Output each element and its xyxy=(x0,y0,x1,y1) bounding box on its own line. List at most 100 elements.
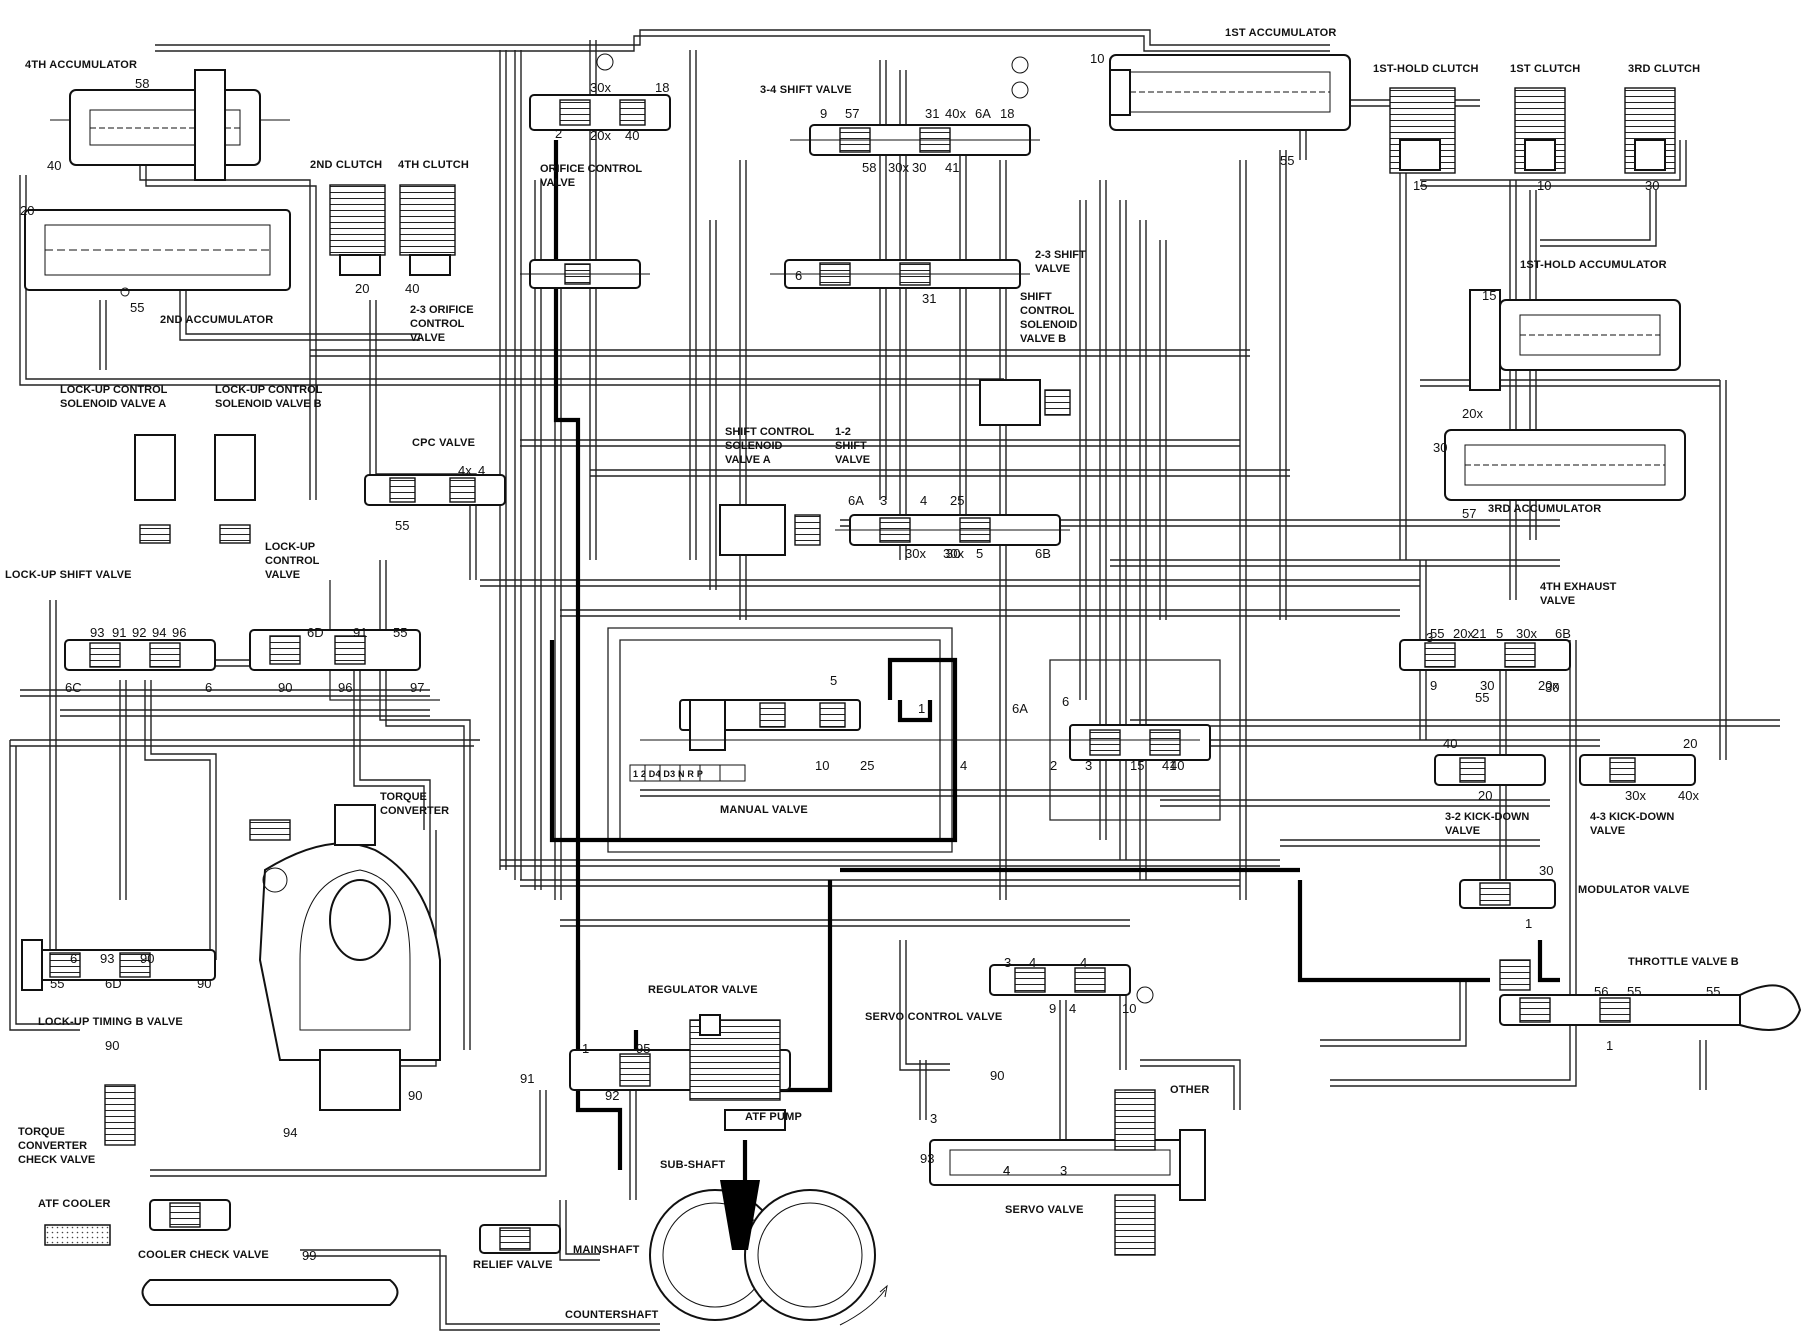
port-number: 6B xyxy=(1555,626,1571,641)
lockup-timing-b-body xyxy=(21,939,216,991)
port-number: 20x xyxy=(1453,626,1474,641)
label-lu-sol-a-wrap: LOCK-UP CONTROL SOLENOID VALVE A xyxy=(60,384,168,410)
port-number: 25 xyxy=(860,758,874,773)
port-number: 4 xyxy=(1080,955,1087,970)
label-modulator: MODULATOR VALVE xyxy=(1578,884,1690,896)
port-number: 5 xyxy=(1496,626,1503,641)
port-number: 1 xyxy=(582,1041,589,1056)
port-number: 55 xyxy=(1706,984,1720,999)
port-number: 4 xyxy=(960,758,967,773)
port-number: 40 xyxy=(1170,758,1184,773)
port-number: 1 xyxy=(918,701,925,716)
label-manual: MANUAL VALVE xyxy=(720,804,808,816)
port-number: 4 xyxy=(478,463,485,478)
port-number: 30x xyxy=(905,546,926,561)
port-number: 10 xyxy=(1122,1001,1136,1016)
port-number: 94 xyxy=(152,625,166,640)
port-number: 30 xyxy=(1645,178,1659,193)
clutch-2nd-4th xyxy=(329,184,456,276)
label-lu-sol-a: LOCK-UP CONTROL SOLENOID VALVE A xyxy=(60,384,168,410)
port-number: 30x xyxy=(943,546,964,561)
port-number: 10 xyxy=(1090,51,1104,66)
shift-23-valve-body xyxy=(770,259,1030,289)
port-number: 90 xyxy=(140,951,154,966)
port-number: 6D xyxy=(105,976,122,991)
orifice-control-valve-body xyxy=(529,53,671,131)
port-number: 5 xyxy=(830,673,837,688)
manual-valve-body xyxy=(629,699,1211,782)
port-number: 10 xyxy=(1537,178,1551,193)
components xyxy=(21,53,1802,1326)
accumulator-1st xyxy=(1109,54,1351,131)
port-number: 94 xyxy=(283,1125,297,1140)
port-number: 30 xyxy=(1539,863,1553,878)
label-cpc: CPC VALVE xyxy=(412,437,475,449)
port-number: 92 xyxy=(132,625,146,640)
label-sol-a-wrap: SHIFT CONTROL SOLENOID VALVE A xyxy=(725,426,814,466)
port-number: 97 xyxy=(410,680,424,695)
port-number: 30 xyxy=(1480,678,1494,693)
port-number: 40 xyxy=(405,281,419,296)
label-lu-timing-b: LOCK-UP TIMING B VALVE xyxy=(38,1016,183,1028)
solenoid-b-body xyxy=(979,379,1071,426)
port-number: 30 xyxy=(1433,440,1447,455)
port-number: 3 xyxy=(1060,1163,1067,1178)
port-number: 6 xyxy=(795,268,802,283)
port-number: 56 xyxy=(1594,984,1608,999)
port-number: 58 xyxy=(862,160,876,175)
label-clutch-2nd: 2ND CLUTCH xyxy=(310,159,382,171)
label-exhaust-4th-wrap: 4TH EXHAUST VALVE xyxy=(1540,581,1616,607)
label-servo: SERVO VALVE xyxy=(1005,1204,1084,1216)
shift-12-valve-body xyxy=(835,514,1070,546)
port-number: 18 xyxy=(655,80,669,95)
label-orifice-ctrl: ORIFICE CONTROL VALVE xyxy=(540,163,642,189)
accumulator-4th xyxy=(50,69,290,181)
port-number: 30x xyxy=(1516,626,1537,641)
accumulator-3rd xyxy=(1444,429,1686,501)
port-number: 15 xyxy=(1482,288,1496,303)
port-number: 6A xyxy=(1012,701,1028,716)
port-number: 90 xyxy=(197,976,211,991)
relief-valve-body xyxy=(479,1224,561,1254)
label-mainshaft: MAINSHAFT xyxy=(573,1244,640,1256)
label-shift-23: 2-3 SHIFT VALVE xyxy=(1035,249,1086,275)
kickdown-valves-body xyxy=(1434,754,1696,786)
port-number: 55 xyxy=(393,625,407,640)
port-number: 40 xyxy=(1443,736,1457,751)
port-number: 10 xyxy=(815,758,829,773)
label-throttle-b: THROTTLE VALVE B xyxy=(1628,956,1739,968)
port-number: 3 xyxy=(930,1111,937,1126)
port-number: 93 xyxy=(920,1151,934,1166)
cpc-valve-body xyxy=(364,474,506,506)
label-sol-b-wrap: SHIFT CONTROL SOLENOID VALVE B xyxy=(1020,291,1077,345)
port-number: 31 xyxy=(922,291,936,306)
port-number: 6A xyxy=(848,493,864,508)
label-countershaft: COUNTERSHAFT xyxy=(565,1309,659,1321)
port-number: 4 xyxy=(1003,1163,1010,1178)
port-number: 2 xyxy=(1050,758,1057,773)
label-clutch-1st: 1ST CLUTCH xyxy=(1510,63,1580,75)
label-orifice-23-wrap: 2-3 ORIFICE CONTROL VALVE xyxy=(410,304,474,344)
port-number: 30 xyxy=(1545,680,1559,695)
port-number: 4 xyxy=(1029,955,1036,970)
label-shift-34: 3-4 SHIFT VALVE xyxy=(760,84,852,96)
port-number: 93 xyxy=(100,951,114,966)
label-accumulator-4th: 4TH ACCUMULATOR xyxy=(25,59,137,71)
label-lu-shift: LOCK-UP SHIFT VALVE xyxy=(5,569,132,581)
label-clutch-1st-hold: 1ST-HOLD CLUTCH xyxy=(1373,63,1479,75)
shift-34-valve-body xyxy=(790,56,1040,156)
lockup-solenoids xyxy=(134,434,256,544)
port-number: 6A xyxy=(975,106,991,121)
port-number: 55 xyxy=(395,518,409,533)
port-number: 55 xyxy=(130,300,144,315)
label-accumulator-3rd: 3RD ACCUMULATOR xyxy=(1488,503,1601,515)
port-number: 30x xyxy=(888,160,909,175)
port-number: 40x xyxy=(1678,788,1699,803)
port-number: 55 xyxy=(1627,984,1641,999)
label-lu-ctrl: LOCK-UP CONTROL VALVE xyxy=(265,541,320,581)
accumulator-2nd xyxy=(24,209,291,297)
port-number: 40 xyxy=(625,128,639,143)
port-number: 40 xyxy=(47,158,61,173)
port-number: 4 xyxy=(920,493,927,508)
